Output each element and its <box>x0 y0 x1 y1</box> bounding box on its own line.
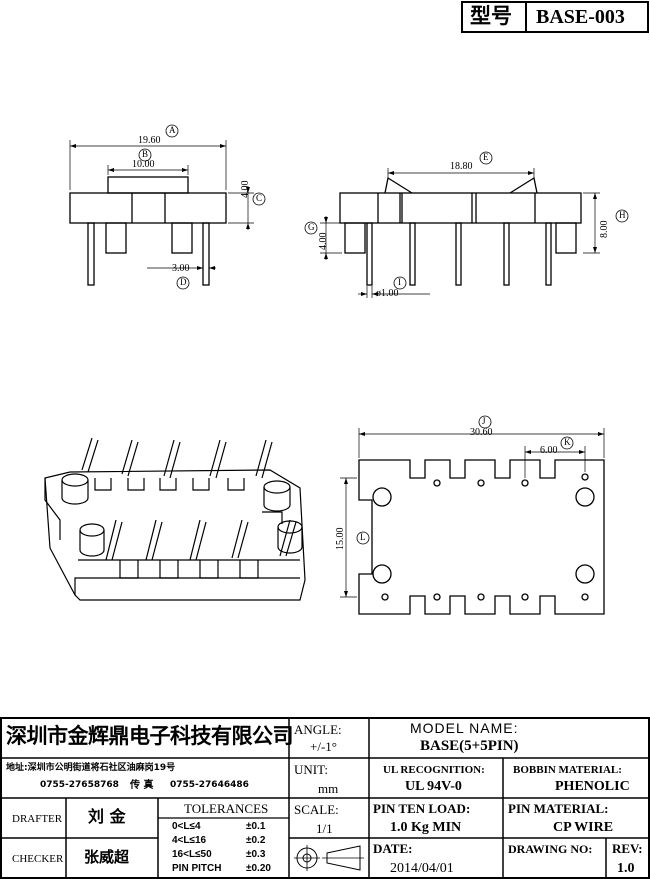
dim-k-letter: K <box>564 437 571 447</box>
dim-l-letter: L <box>360 532 366 542</box>
angle-value: +/-1° <box>310 739 337 754</box>
tolerance-range: 0<L≤4 <box>172 821 201 832</box>
model-name-value: BASE(5+5PIN) <box>420 738 519 754</box>
dimension-callout-circles <box>138 124 629 545</box>
tolerance-range: 4<L≤16 <box>172 835 207 846</box>
drafter-label: DRAFTER <box>12 813 63 825</box>
pin-ten-load-label: PIN TEN LOAD: <box>373 801 471 816</box>
dim-a-letter: A <box>169 125 176 135</box>
date-value: 2014/04/01 <box>390 861 454 876</box>
title-block <box>0 717 650 879</box>
rev-value: 1.0 <box>617 861 635 876</box>
pin-ten-load-value: 1.0 Kg MIN <box>390 820 462 835</box>
dim-b-value: 10.00 <box>132 159 155 170</box>
drafter-name: 刘 金 <box>88 807 126 826</box>
ul-recognition-label: UL RECOGNITION: <box>383 764 485 776</box>
dim-e-letter: E <box>483 152 489 162</box>
dim-c-value: 4.00 <box>240 180 251 199</box>
model-label: 型号 <box>470 4 512 28</box>
bobbin-material-value: PHENOLIC <box>555 779 630 794</box>
side-view <box>339 176 582 286</box>
tolerance-range: PIN PITCH <box>172 863 222 874</box>
isometric-view <box>44 437 306 601</box>
model-code: BASE-003 <box>536 6 625 28</box>
bottom-view-dimensions <box>340 428 605 598</box>
side-view-arrows <box>324 171 597 296</box>
drawing-no-label: DRAWING NO: <box>508 842 593 856</box>
bobbin-material-label: BOBBIN MATERIAL: <box>513 764 622 776</box>
company-phone: 0755-27658768 <box>40 780 119 790</box>
bottom-view-arrows <box>344 432 604 597</box>
side-view-dimensions <box>320 168 600 298</box>
dim-h-value: 8.00 <box>599 220 610 239</box>
front-view <box>69 176 227 286</box>
unit-label: UNIT: <box>294 762 329 777</box>
tolerance-value: ±0.1 <box>246 821 266 832</box>
dim-j-value: 30.60 <box>470 427 493 438</box>
tolerance-value: ±0.2 <box>246 835 266 846</box>
tolerances-title: TOLERANCES <box>184 801 269 816</box>
unit-value: mm <box>318 781 339 796</box>
pin-material-label: PIN MATERIAL: <box>508 801 609 816</box>
dim-g-value: 4.00 <box>318 232 329 251</box>
dim-i-value: ø1.00 <box>376 288 399 299</box>
bottom-view <box>358 459 605 615</box>
model-code-box <box>461 1 649 33</box>
tolerance-range: 16<L≤50 <box>172 849 212 860</box>
company-fax-label: 传 真 <box>130 780 154 791</box>
front-view-arrows <box>70 144 250 270</box>
dim-b-letter: B <box>142 149 149 159</box>
model-name-label: MODEL NAME: <box>410 720 519 736</box>
dim-d-value: 3.00 <box>172 263 190 274</box>
pin-material-value: CP WIRE <box>553 820 614 835</box>
scale-value: 1/1 <box>316 821 333 836</box>
company-address: 地址:深圳市公明街道将石社区油麻岗19号 <box>6 763 176 773</box>
dim-i-letter: I <box>398 277 401 287</box>
company-name: 深圳市金辉鼎电子科技有限公司 <box>6 724 294 748</box>
angle-label: ANGLE: <box>294 722 342 737</box>
tolerance-value: ±0.20 <box>246 863 271 874</box>
dim-c-letter: C <box>256 193 263 203</box>
scale-label: SCALE: <box>294 802 339 817</box>
dim-e-value: 18.80 <box>450 161 473 172</box>
dim-d-letter: D <box>180 277 187 287</box>
rev-label: REV: <box>612 841 643 856</box>
dim-g-letter: G <box>308 222 315 232</box>
dim-k-value: 6.00 <box>540 445 558 456</box>
ul-recognition-value: UL 94V-0 <box>405 779 462 794</box>
checker-label: CHECKER <box>12 853 64 865</box>
dim-h-letter: H <box>619 210 626 220</box>
dim-j-letter: J <box>482 416 486 426</box>
front-view-dimensions <box>69 140 254 269</box>
checker-name: 张威超 <box>84 848 130 866</box>
tolerance-value: ±0.3 <box>246 849 266 860</box>
dim-l-value: 15.00 <box>335 527 346 551</box>
dim-a-value: 19.60 <box>138 135 161 146</box>
date-label: DATE: <box>373 841 413 856</box>
company-fax: 0755-27646486 <box>170 780 249 790</box>
